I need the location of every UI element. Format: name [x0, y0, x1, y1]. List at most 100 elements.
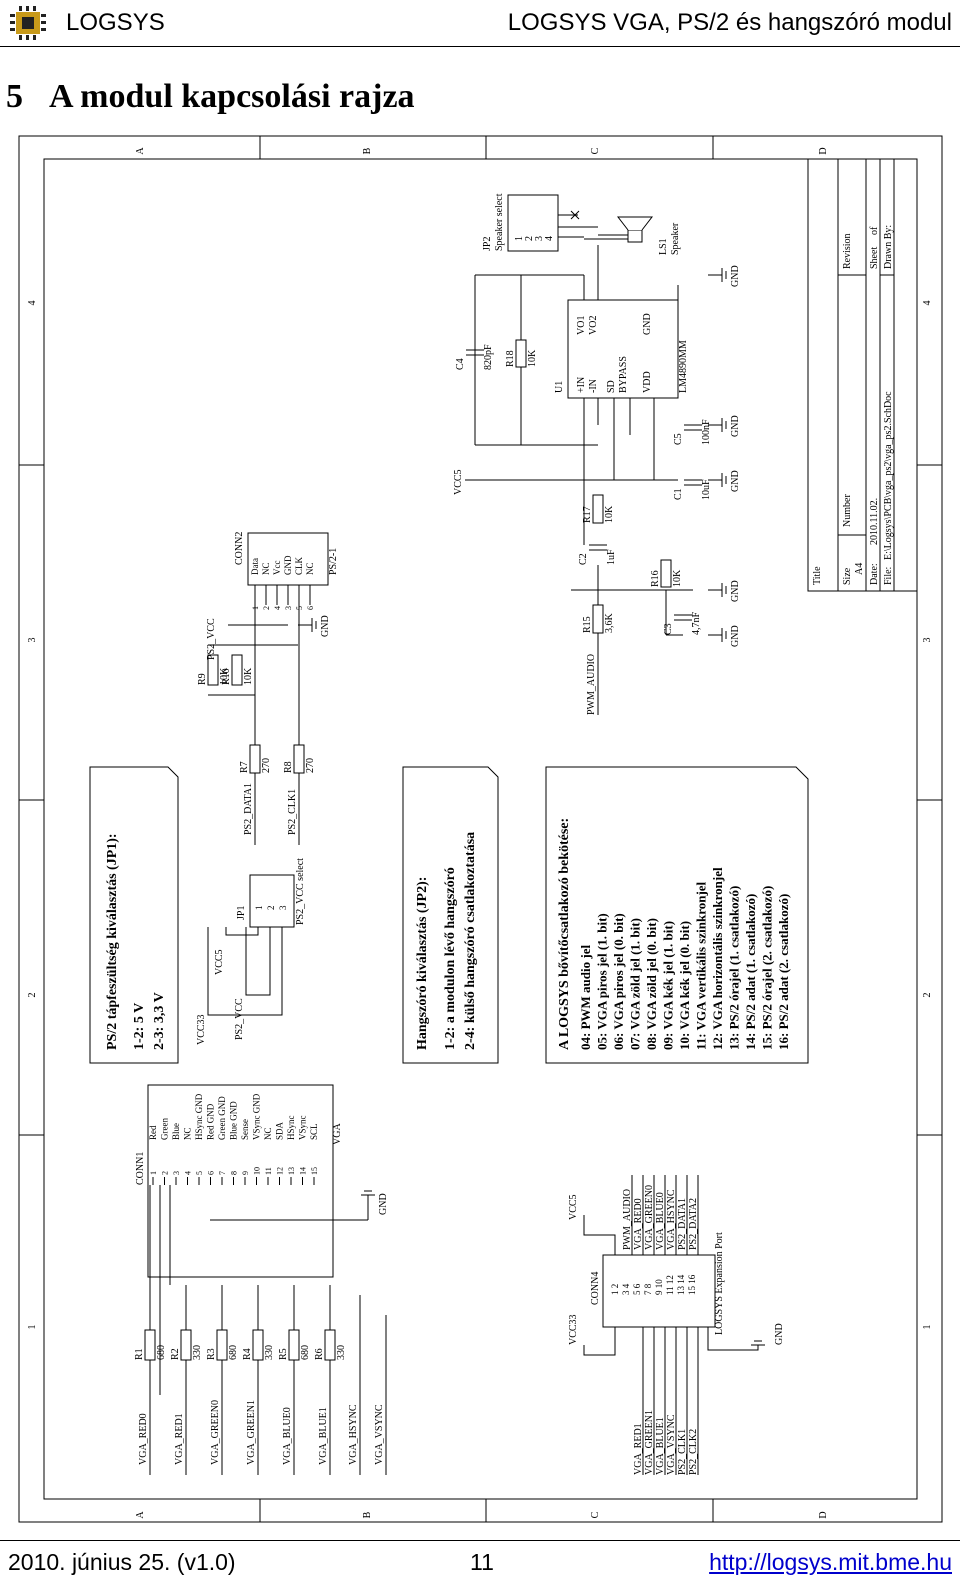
exp-net-right: VGA_BLUE0 [655, 1192, 666, 1250]
c4-capacitor-value: 820pF [483, 344, 494, 370]
jp2-pin4: 4 [544, 236, 555, 241]
vga-sync-nets: VGA_HSYNC VGA_VSYNC [348, 1295, 387, 1475]
vga-resistor-value: 680 [228, 1345, 239, 1360]
zone-letter-bottom-d: D [818, 1511, 829, 1518]
vga-gnd-label: GND [378, 1193, 389, 1215]
header-document-title: LOGSYS VGA, PS/2 és hangszóró modul [507, 9, 952, 36]
jp1-caption: PS2_VCC select [295, 858, 306, 925]
zone-number-left-1: 1 [27, 1325, 38, 1330]
audio-amplifier: U1 LM4890MM +IN -IN SD BYPASS VDD VO1 VO… [453, 193, 741, 715]
ps2-port-1: CONN2PS/2-1Data1NC2Vcc4GND3CLK5NC6R7270P… [197, 532, 339, 845]
r16-resistor-name: R16 [650, 570, 661, 587]
audio-vcc5: VCC5 [453, 469, 464, 495]
conn1-pin-number: 4 [184, 1171, 193, 1175]
c1-capacitor-value: 10uF [701, 479, 712, 500]
u1-pin-vdd: VDD [642, 371, 653, 393]
gnd-c5-label: GND [730, 415, 741, 437]
jp2-pin3: 3 [534, 236, 545, 241]
c5-capacitor-name: C5 [673, 433, 684, 445]
c1-capacitor-name: C1 [673, 488, 684, 500]
conn4-pin-pair: 13 14 [676, 1274, 686, 1295]
ps2-1-pin-number: 3 [284, 606, 293, 610]
c3-capacitor-value: 4,7nF [691, 612, 702, 636]
section-number: 5 [6, 78, 23, 115]
net-vga_red1: VGA_RED1 [174, 1413, 185, 1465]
ls1-caption: Speaker [670, 222, 681, 255]
page-header: LOGSYS LOGSYS VGA, PS/2 és hangszóró mod… [0, 0, 960, 47]
conn1-pin-label: VSync GND [252, 1093, 262, 1140]
exp-net-right: PS2_DATA2 [688, 1198, 699, 1250]
conn1-pin-label: Blue GND [229, 1101, 239, 1140]
note-expansion-line: 10: VGA kék jel (0. bit) [677, 921, 692, 1050]
conn1-pin-label: SCL [309, 1123, 319, 1140]
exp-net-left: PS2_CLK2 [688, 1429, 699, 1475]
conn1-pin-number: 12 [276, 1167, 285, 1175]
conn1-pin-number: 8 [230, 1171, 239, 1175]
note-expansion-line: 04: PWM audio jel [578, 945, 593, 1050]
ls1-name: LS1 [658, 238, 669, 255]
c2-capacitor-value: 1uF [606, 549, 617, 565]
ps2-1-series-resistor: R8 270 [283, 744, 316, 774]
tb-file: E:\Logsys\PCB\vga_ps2\vga_ps2.SchDoc [883, 391, 894, 560]
note-expansion-line: 08: VGA zöld jel (0. bit) [644, 918, 659, 1050]
gnd-u1: GND [708, 265, 741, 287]
net-vga-vsync: VGA_VSYNC [374, 1404, 385, 1465]
conn1-pin-number: 6 [207, 1171, 216, 1175]
note-expansion-line: 09: VGA kék jel (1. bit) [661, 921, 676, 1050]
jp1-pin3: 3 [278, 905, 288, 910]
footer-url-link[interactable]: http://logsys.mit.bme.hu [709, 1549, 952, 1575]
jp1-name: JP1 [236, 906, 247, 920]
ps2-1-pin-label: CLK [294, 556, 304, 575]
net-vga-hsync: VGA_HSYNC [348, 1404, 359, 1465]
tb-number-label: Number [842, 494, 853, 527]
ps2-1-gnd: GND [298, 615, 331, 637]
zone-number-left-4: 4 [27, 301, 38, 306]
conn1-pin-label: Green GND [217, 1096, 227, 1140]
r16-resistor: R16 10K [650, 559, 683, 588]
zone-ticks [19, 136, 942, 1522]
exp-net-right: VGA_RED0 [633, 1198, 644, 1250]
note-expansion-line: 14: PS/2 adat (1. csatlakozó) [743, 894, 758, 1050]
audio-input-net: PWM_AUDIO [586, 654, 597, 715]
conn1-type: VGA [332, 1123, 343, 1145]
ps2-1-conn-name: CONN2 [234, 532, 245, 565]
page-footer: 2010. június 25. (v1.0) 11 http://logsys… [0, 1540, 960, 1589]
conn1-name: CONN1 [135, 1152, 146, 1185]
note-jp1-title: PS/2 tápfeszültség kiválasztás (JP1): [105, 833, 120, 1050]
r16-resistor-value: 10K [672, 569, 683, 587]
conn1-pin-number: 15 [310, 1167, 319, 1175]
r17-resistor-name: R17 [582, 506, 593, 523]
exp-vcc33: VCC33 [568, 1314, 579, 1345]
vga-resistor-name: R1 [134, 1348, 145, 1360]
note-jp2-line1: 1-2: a modulon lévő hangszóró [443, 867, 458, 1050]
jp1-vcc5: VCC5 [214, 949, 225, 975]
conn1-pin-number: 7 [218, 1171, 227, 1175]
conn1-pin-label: Blue [171, 1123, 181, 1140]
speaker-ls1-icon: LS1 Speaker [584, 216, 681, 255]
zone-number-right-1: 1 [922, 1325, 933, 1330]
ps2-1-series-resistor-name: R8 [283, 761, 294, 773]
ps2-1-vcc: PS2_VCC [206, 618, 217, 660]
net-ps2_data1: PS2_DATA1 [243, 783, 254, 835]
ps2-1-pin-number: 2 [262, 606, 271, 610]
note-expansion-line: 06: VGA piros jel (0. bit) [611, 913, 626, 1050]
gnd-c1-label: GND [730, 470, 741, 492]
gnd-c1: GND [708, 470, 741, 492]
conn4-pin-pair: 1 2 [610, 1284, 620, 1295]
gnd-u1-label: GND [730, 265, 741, 287]
exp-net-right: PWM_AUDIO [622, 1189, 633, 1250]
note-expansion-line: 07: VGA zöld jel (1. bit) [628, 918, 643, 1050]
conn1-pin-number: 11 [264, 1167, 273, 1175]
note-expansion: A LOGSYS bővítőcsatlakozó bekötése: 04: … [545, 766, 809, 1064]
ps2-1-series-resistor-value: 270 [305, 758, 316, 773]
net-vga_blue0: VGA_BLUE0 [282, 1407, 293, 1465]
tb-title-label: Title [812, 566, 823, 585]
ps2-1-pin-label: GND [283, 555, 293, 575]
conn1-pin-label: VSync [298, 1115, 308, 1140]
conn1-pin-number: 13 [287, 1167, 296, 1175]
conn1-pin-label: SDA [275, 1121, 285, 1140]
